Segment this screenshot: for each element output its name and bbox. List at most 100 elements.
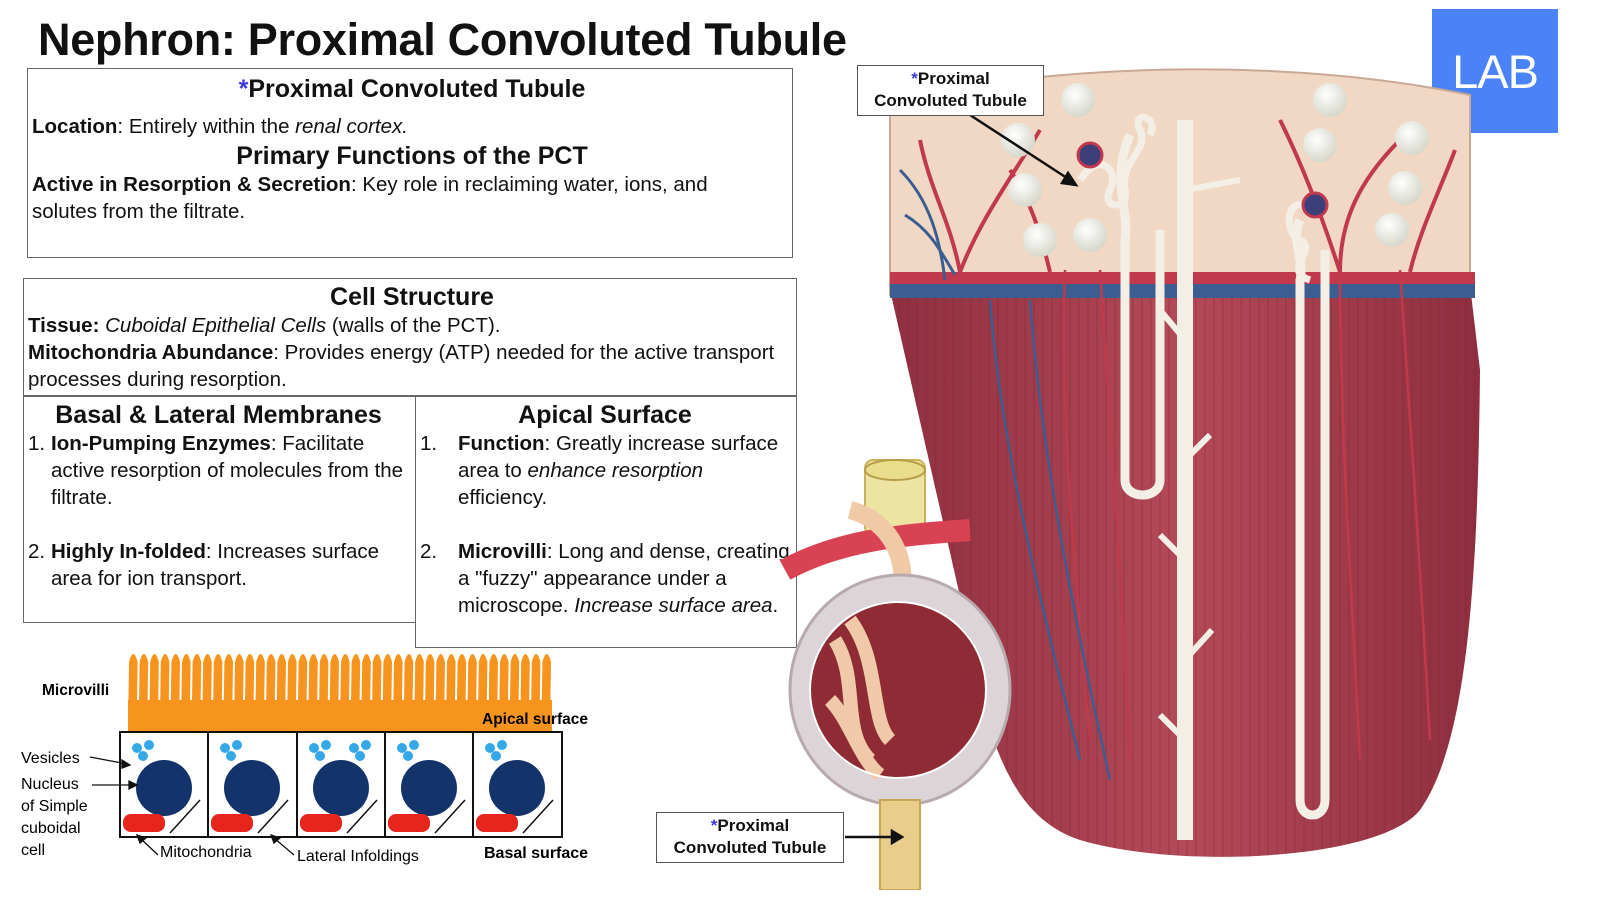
branch xyxy=(1157,532,1188,563)
vessel xyxy=(1028,299,1112,781)
location-line: Location: Entirely within the renal cort… xyxy=(32,113,792,140)
vesicle xyxy=(355,751,365,761)
tissue-emphasis: Cuboidal Epithelial Cells xyxy=(105,314,327,337)
branch xyxy=(1182,627,1215,663)
vesicle xyxy=(138,751,148,761)
vesicle xyxy=(403,751,413,761)
location-emphasis: renal cortex. xyxy=(295,115,408,138)
overview-box: *Proximal Convoluted Tubule Location: En… xyxy=(27,68,793,258)
nucleus xyxy=(313,760,369,816)
vesicle xyxy=(497,740,507,750)
pct-segments xyxy=(824,615,896,781)
vessel xyxy=(904,213,957,276)
proximal-tubule-outlet xyxy=(879,799,921,890)
renal-corpuscle-model xyxy=(780,459,1012,890)
vessel xyxy=(1278,119,1342,273)
nucleus-label-line: Nucleus xyxy=(21,776,79,793)
microvilli-base xyxy=(128,700,552,730)
vesicle xyxy=(361,740,371,750)
arrow-head xyxy=(135,833,148,845)
cuboidal-cell xyxy=(476,740,554,834)
apical-item-emphasis: enhance resorption xyxy=(527,459,704,482)
vesicle xyxy=(309,743,319,753)
renal-corpuscle-spheres xyxy=(1001,83,1429,257)
apical-item-text: : Long and dense, creating a "fuzzy" app… xyxy=(458,540,790,617)
loop-of-henle xyxy=(1116,133,1165,500)
sphere xyxy=(1023,223,1057,257)
microvilli-label: Microvilli xyxy=(42,682,109,699)
tissue-label: Tissue: xyxy=(28,314,100,337)
vessel xyxy=(988,299,1082,761)
asterisk: * xyxy=(710,816,718,835)
nucleus-label: Nucleus of Simple cuboidal cell xyxy=(21,776,92,859)
basal-item-number: 1. xyxy=(28,432,46,455)
vesicle xyxy=(397,743,407,753)
vessel xyxy=(1338,138,1402,273)
vesicles-arrow xyxy=(89,756,128,765)
sphere xyxy=(1061,83,1095,117)
tissue-line: Tissue: Cuboidal Epithelial Cells (walls… xyxy=(28,312,796,339)
apical-item-text: : Greatly increase surface area to xyxy=(458,432,779,482)
location-label: Location xyxy=(32,115,118,138)
sphere xyxy=(1001,123,1035,157)
vesicle xyxy=(349,743,359,753)
functions-heading: Primary Functions of the PCT xyxy=(236,142,588,170)
vessel xyxy=(1338,269,1362,761)
sphere xyxy=(1313,83,1347,117)
basal-item-label: Highly In-folded xyxy=(51,540,206,563)
pct-label-top-line2: Convoluted Tubule xyxy=(874,91,1027,110)
pct-label-bottom-line2: Convoluted Tubule xyxy=(673,838,827,857)
nucleus xyxy=(401,760,457,816)
vesicle xyxy=(485,743,495,753)
lateral-infolding xyxy=(346,799,378,834)
lateral-infolding xyxy=(169,799,201,834)
apical-item-number: 1. xyxy=(420,432,438,455)
asterisk: * xyxy=(238,75,249,103)
branch xyxy=(1182,432,1213,463)
glomerulus xyxy=(1301,191,1329,219)
duct-opening xyxy=(864,459,926,481)
lateral-infoldings-label: Lateral Infoldings xyxy=(297,848,419,865)
vessel xyxy=(1408,149,1457,273)
arrow-head xyxy=(890,828,905,846)
location-text: : Entirely within the xyxy=(117,115,296,138)
pct-label-top-line1: *Proximal xyxy=(858,68,1043,90)
apical-item: 1. Function: Greatly increase surface ar… xyxy=(420,430,790,511)
sphere xyxy=(1073,218,1107,252)
apical-item-text: . xyxy=(772,594,779,617)
basal-item-number: 2. xyxy=(28,540,46,563)
apical-heading: Apical Surface xyxy=(518,401,692,429)
vessel xyxy=(898,168,947,281)
mitochondria-label: Mitochondria Abundance xyxy=(28,341,274,364)
basal-lateral-box: Basal & Lateral Membranes 1. Ion-Pumping… xyxy=(23,396,416,623)
branch xyxy=(1157,712,1188,743)
pct-label-top-text: Proximal xyxy=(917,69,990,88)
mitochondria-text: : Provides energy (ATP) needed for the a… xyxy=(28,341,775,391)
apical-surface-box: Apical Surface 1. Function: Greatly incr… xyxy=(415,396,797,648)
mitochondria-label: Mitochondria xyxy=(160,844,252,861)
apical-item-text: efficiency. xyxy=(458,486,548,509)
lateral-infolding xyxy=(522,799,554,834)
mitochondrion xyxy=(211,814,253,832)
mitochondria-line: Mitochondria Abundance: Provides energy … xyxy=(28,339,788,393)
afferent-arteriole xyxy=(780,519,971,580)
cortical-veins xyxy=(898,168,957,281)
apical-list: 1. Function: Greatly increase surface ar… xyxy=(420,430,790,619)
mitochondrion xyxy=(123,814,165,832)
overview-heading: *Proximal Convoluted Tubule xyxy=(32,75,792,104)
apical-item-label: Function xyxy=(458,432,545,455)
sphere xyxy=(1303,128,1337,162)
sphere xyxy=(1375,213,1409,247)
basal-surface-label: Basal surface xyxy=(484,845,588,862)
basal-heading: Basal & Lateral Membranes xyxy=(55,401,382,429)
apical-item-emphasis: Increase surface area xyxy=(574,594,773,617)
lateral-infolding xyxy=(434,799,466,834)
mitochondrion xyxy=(388,814,430,832)
vesicle xyxy=(409,740,419,750)
nucleus xyxy=(136,760,192,816)
sphere xyxy=(1388,171,1422,205)
vesicles-label: Vesicles xyxy=(21,750,80,767)
sphere xyxy=(1395,121,1429,155)
vesicle xyxy=(321,740,331,750)
functions-label: Active in Resorption & Secretion xyxy=(32,173,351,196)
